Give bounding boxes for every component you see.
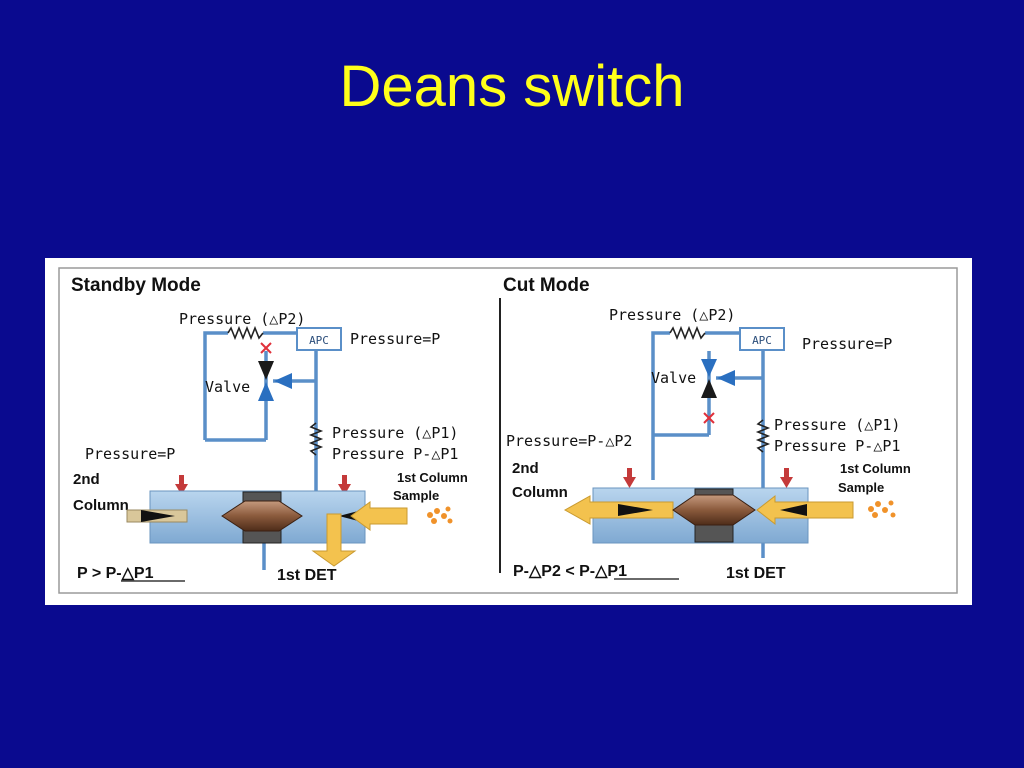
pressure-dp2-label: Pressure (△P2) [179, 310, 305, 328]
closed-mark-icon [260, 342, 272, 354]
deans-switch-diagram: Standby Mode APC Pressure (△P2) Pressur [58, 267, 958, 594]
sample-label: Sample [393, 488, 439, 503]
resistor-dp1 [308, 422, 324, 456]
valve-symbol [258, 361, 292, 401]
restrictor-left [618, 504, 653, 516]
pressure-relation: P > P-△P1 [77, 565, 154, 582]
first-column-label: 1st Column [840, 461, 911, 476]
piston-body [672, 494, 756, 526]
panel-heading: Standby Mode [71, 275, 201, 296]
slide-title: Deans switch [339, 54, 685, 119]
second-column-sup: 2nd [73, 471, 100, 488]
standby-panel: Standby Mode APC Pressure (△P2) Pressur [71, 275, 468, 584]
valve-symbol [701, 359, 735, 398]
valve-label: Valve [651, 369, 696, 387]
apc-box [739, 327, 785, 351]
pressure-dp1-label: Pressure (△P1) [332, 424, 458, 442]
deans-switch-figure: Standby Mode APC Pressure (△P2) Pressur [45, 258, 972, 605]
resistor-dp1 [755, 419, 771, 453]
apc-box [296, 327, 342, 351]
pressure-dp2-label: Pressure (△P2) [609, 306, 735, 324]
pressure-p-minus-dp1-label: Pressure P-△P1 [774, 437, 900, 455]
closed-mark-icon [703, 412, 715, 424]
first-column-label: 1st Column [397, 470, 468, 485]
second-column-sup: 2nd [512, 460, 539, 477]
sample-dots [868, 500, 896, 518]
detector-label: 1st DET [277, 567, 337, 584]
resistor-dp2 [669, 325, 706, 341]
resistor-dp2 [227, 325, 264, 341]
pressure-arrows [175, 475, 351, 495]
pressure-p-label: Pressure=P [802, 335, 892, 353]
flow-arrow [311, 501, 408, 567]
panel-heading: Cut Mode [503, 275, 590, 296]
apc-label: APC [752, 334, 772, 347]
pressure-p-minus-dp1-label: Pressure P-△P1 [332, 445, 458, 463]
sample-dots [427, 506, 453, 524]
pressure-relation: P-△P2 < P-△P1 [513, 563, 627, 580]
pressure-left-label: Pressure=P-△P2 [506, 432, 632, 450]
figure-frame [58, 267, 958, 594]
apc-label: APC [309, 334, 329, 347]
second-column-label: Column [512, 484, 568, 501]
second-column-label: Column [73, 497, 129, 514]
pressure-left-label: Pressure=P [85, 445, 175, 463]
piston-body [221, 500, 303, 532]
pressure-arrows [623, 468, 793, 488]
pressure-p-label: Pressure=P [350, 330, 440, 348]
sample-label: Sample [838, 480, 884, 495]
cut-panel: Cut Mode APC Pressure (△P2) Pressure=P V… [503, 275, 911, 582]
detector-label: 1st DET [726, 565, 786, 582]
restrictor-right [780, 504, 807, 516]
pressure-dp1-label: Pressure (△P1) [774, 416, 900, 434]
restrictor-left [141, 510, 175, 522]
valve-label: Valve [205, 378, 250, 396]
